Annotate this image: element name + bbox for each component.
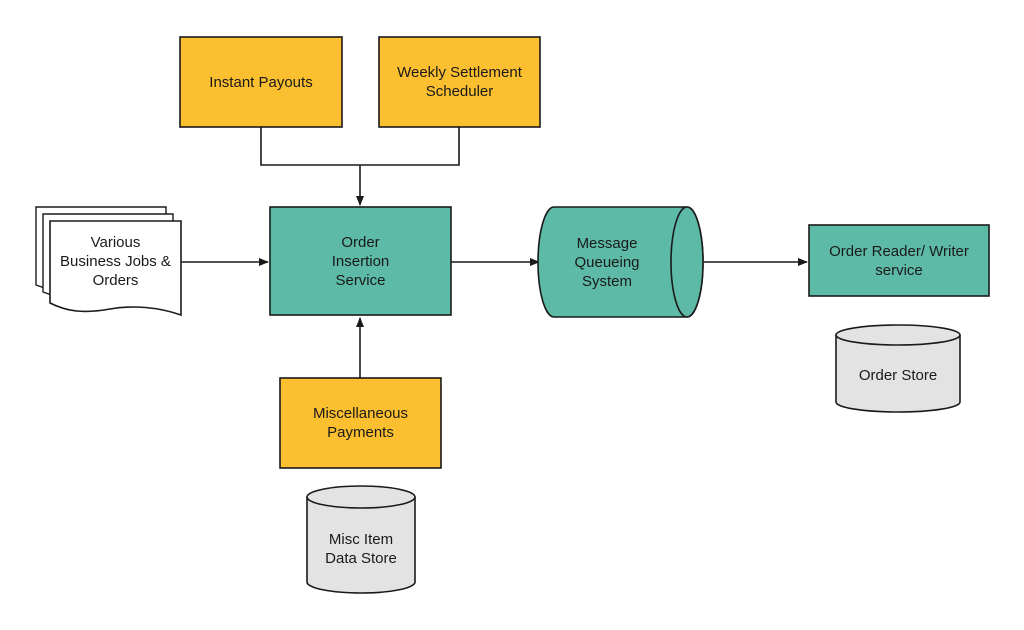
misc-payments-box [279,377,442,469]
message-queue-cylinder [537,206,704,318]
order-reader-writer-box [808,224,990,297]
order-store-cylinder [835,324,961,413]
weekly-settlement-box [378,36,541,128]
connectors [181,127,808,378]
instant-payouts-box [179,36,343,128]
misc-item-store-cylinder [306,485,416,594]
order-insertion-box [269,206,452,316]
connector-payouts-scheduler-merge [260,127,460,166]
business-jobs-document-stack [35,206,182,317]
